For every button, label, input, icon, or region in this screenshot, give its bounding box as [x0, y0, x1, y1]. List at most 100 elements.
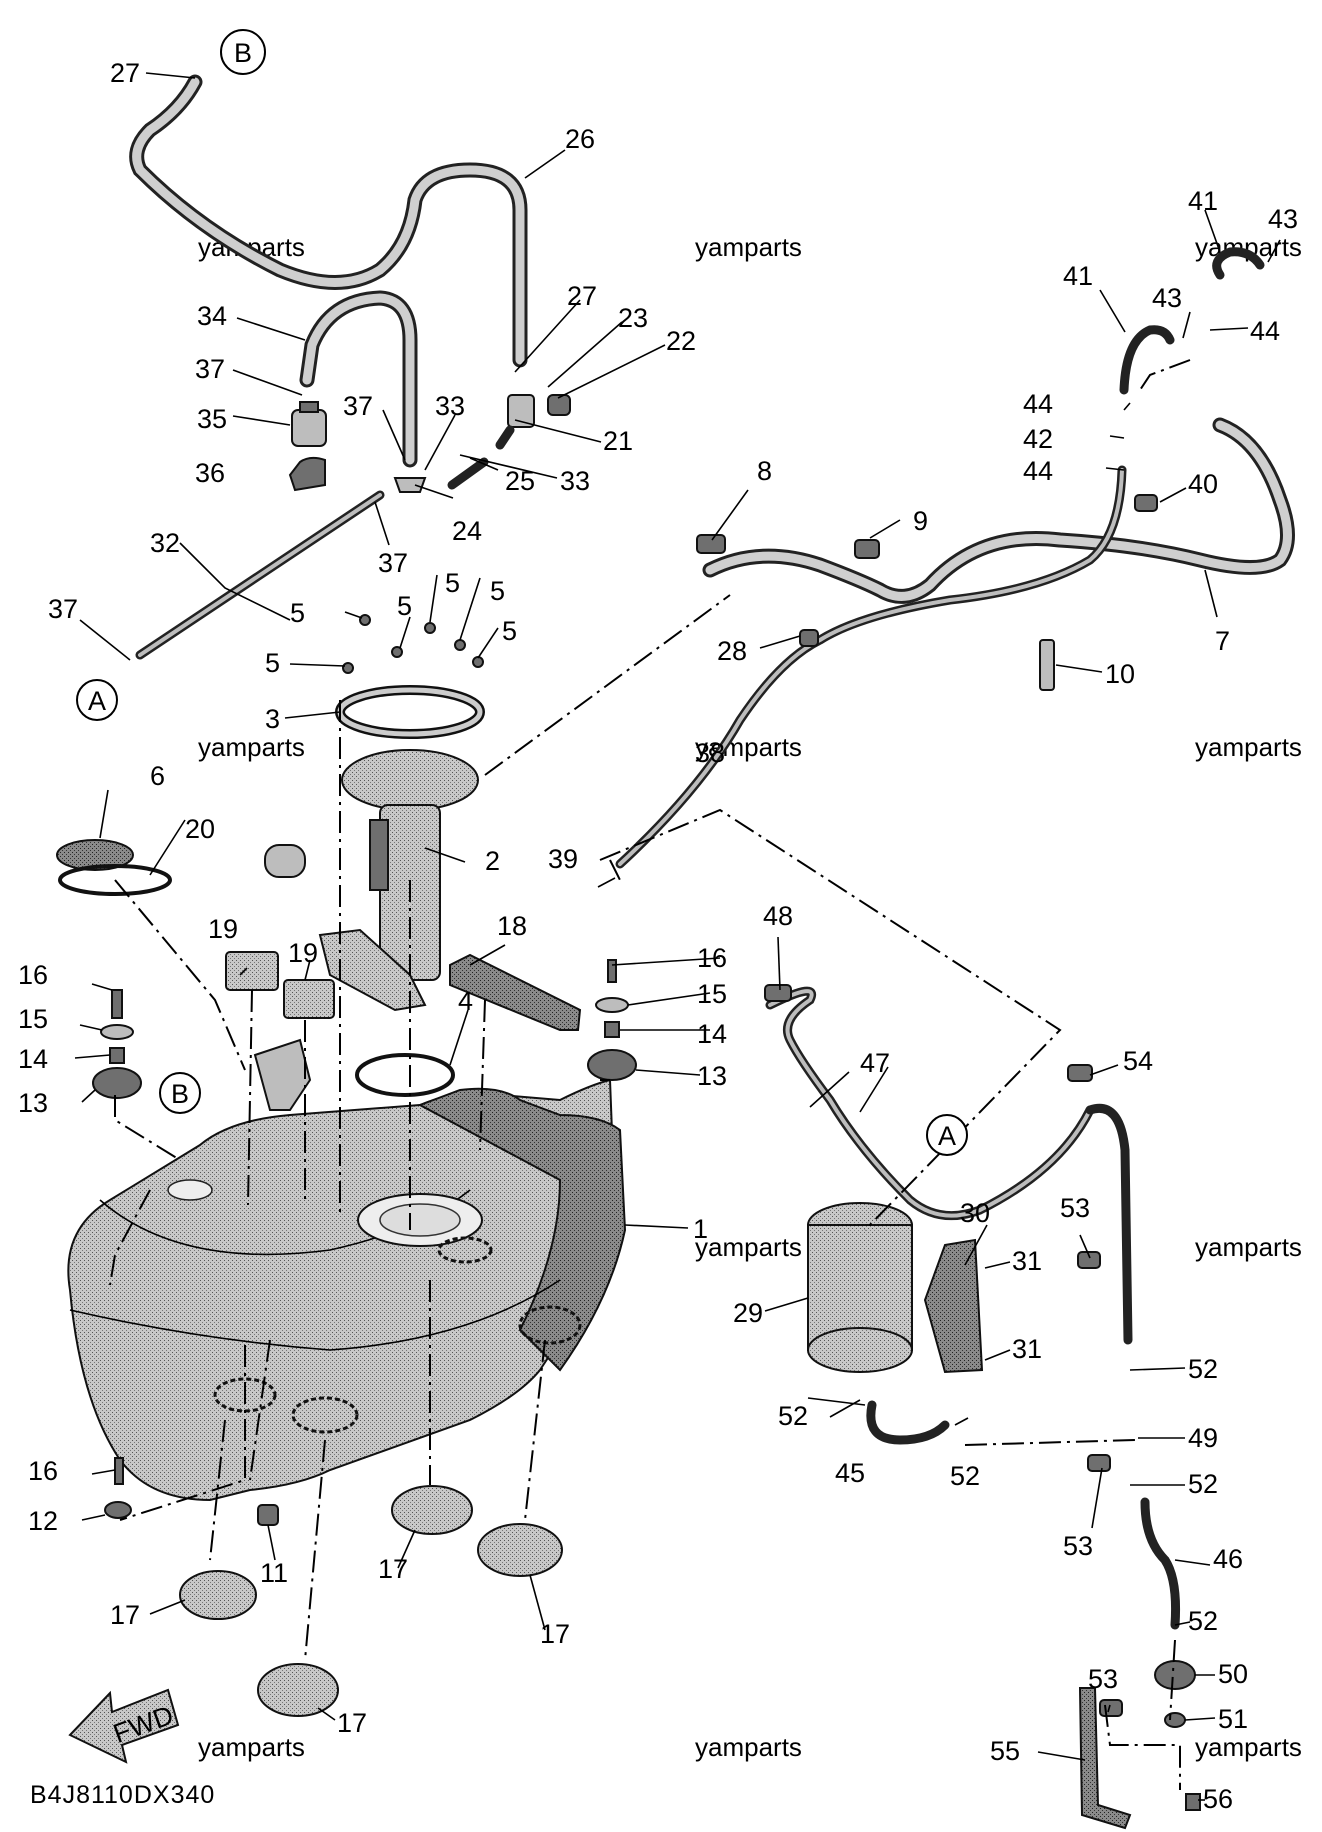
watermark: yamparts — [1195, 1732, 1302, 1762]
part-label: 30 — [960, 1198, 990, 1228]
ref-circle-b — [220, 29, 266, 75]
ref-label-b: B — [234, 38, 252, 68]
part-label: 13 — [697, 1061, 727, 1091]
part-label: 45 — [835, 1458, 865, 1488]
dampers-19 — [225, 951, 335, 1019]
part-label: 22 — [666, 326, 696, 356]
watermark: yamparts — [1195, 1232, 1302, 1262]
ref-label-b: B — [171, 1079, 189, 1109]
joint-24 — [393, 477, 427, 493]
part-label: 16 — [28, 1456, 58, 1486]
breather-hose-26 — [129, 74, 528, 368]
part-label: 28 — [717, 636, 747, 666]
bracket-55 — [1078, 1687, 1132, 1830]
bracket-30 — [923, 1238, 984, 1374]
part-label: 37 — [378, 548, 408, 578]
ref-label-a: A — [88, 686, 106, 716]
ref-circle-b — [159, 1072, 201, 1114]
part-label: 14 — [18, 1044, 48, 1074]
mount-left — [92, 989, 142, 1099]
part-label: 38 — [695, 738, 725, 768]
filter-50 — [1154, 1660, 1196, 1728]
clip-56 — [1185, 1793, 1201, 1811]
part-label: 15 — [18, 1004, 48, 1034]
part-label: 46 — [1213, 1544, 1243, 1574]
part-label: 33 — [435, 391, 465, 421]
part-label: 49 — [1188, 1423, 1218, 1453]
part-label: 25 — [505, 466, 535, 496]
watermark: yamparts — [198, 1732, 305, 1762]
part-label: 20 — [185, 814, 215, 844]
connector-10 — [1039, 639, 1055, 691]
part-label: 9 — [913, 506, 928, 536]
part-label: 23 — [618, 303, 648, 333]
hose-47 — [765, 986, 1095, 1221]
dampers-17 — [179, 1485, 563, 1717]
part-label: 4 — [458, 986, 473, 1016]
fuel-pump — [264, 749, 479, 1012]
part-label: 40 — [1188, 469, 1218, 499]
part-label: 13 — [18, 1088, 48, 1118]
cap-6 — [56, 839, 134, 871]
part-label: 56 — [1203, 1784, 1233, 1814]
hose-7 — [702, 417, 1295, 604]
part-label: 52 — [1188, 1469, 1218, 1499]
part-label: 43 — [1152, 283, 1182, 313]
part-label: 39 — [548, 844, 578, 874]
part-label: 5 — [265, 648, 280, 678]
bracket-36 — [288, 456, 326, 492]
part-label: 6 — [150, 761, 165, 791]
part-label: 12 — [28, 1506, 58, 1536]
hose-32 — [135, 490, 385, 660]
part-label: 27 — [110, 58, 140, 88]
part-label: 42 — [1023, 424, 1053, 454]
part-label: 35 — [197, 404, 227, 434]
part-label: 29 — [733, 1298, 763, 1328]
part-label: 1 — [693, 1214, 708, 1244]
canister-29 — [807, 1202, 913, 1373]
bottom-mount — [104, 1457, 279, 1526]
part-label: 5 — [490, 576, 505, 606]
fwd-arrow-icon: FWD — [68, 1688, 180, 1764]
part-label: 37 — [195, 354, 225, 384]
part-label: 36 — [195, 458, 225, 488]
part-label: 17 — [378, 1554, 408, 1584]
part-label: 31 — [1012, 1334, 1042, 1364]
part-label: 24 — [452, 516, 482, 546]
ref-circle-a — [76, 679, 118, 721]
fuel-tank — [67, 1038, 627, 1502]
leader-lines — [74, 72, 1281, 1801]
watermarks: yamparts yamparts yamparts yamparts yamp… — [198, 232, 1302, 1762]
part-label: 5 — [445, 568, 460, 598]
part-label: 10 — [1105, 659, 1135, 689]
part-label: 19 — [288, 938, 318, 968]
part-label: 52 — [778, 1401, 808, 1431]
part-label: 2 — [485, 846, 500, 876]
part-label: 44 — [1023, 389, 1053, 419]
part-label: 17 — [540, 1619, 570, 1649]
part-label: 31 — [1012, 1246, 1042, 1276]
part-label: 14 — [697, 1019, 727, 1049]
part-label: 5 — [290, 598, 305, 628]
part-label: 44 — [1023, 456, 1053, 486]
part-label: 41 — [1188, 186, 1218, 216]
part-label: 17 — [110, 1600, 140, 1630]
watermark: yamparts — [695, 232, 802, 262]
ref-circles: B A B A — [76, 29, 968, 1156]
part-label: 37 — [48, 594, 78, 624]
part-label: 53 — [1088, 1664, 1118, 1694]
part-label: 50 — [1218, 1659, 1248, 1689]
part-label: 53 — [1060, 1193, 1090, 1223]
part-label: 54 — [1123, 1046, 1153, 1076]
part-label: 15 — [697, 979, 727, 1009]
part-label: 41 — [1063, 261, 1093, 291]
part-label: 43 — [1268, 204, 1298, 234]
part-label: 16 — [18, 960, 48, 990]
part-label: 37 — [343, 391, 373, 421]
watermark: yamparts — [1195, 732, 1302, 762]
hose-34 — [299, 290, 418, 468]
cap-22 — [547, 394, 571, 416]
ref-label-a: A — [938, 1121, 956, 1151]
part-label: 44 — [1250, 316, 1280, 346]
part-label: 19 — [208, 914, 238, 944]
